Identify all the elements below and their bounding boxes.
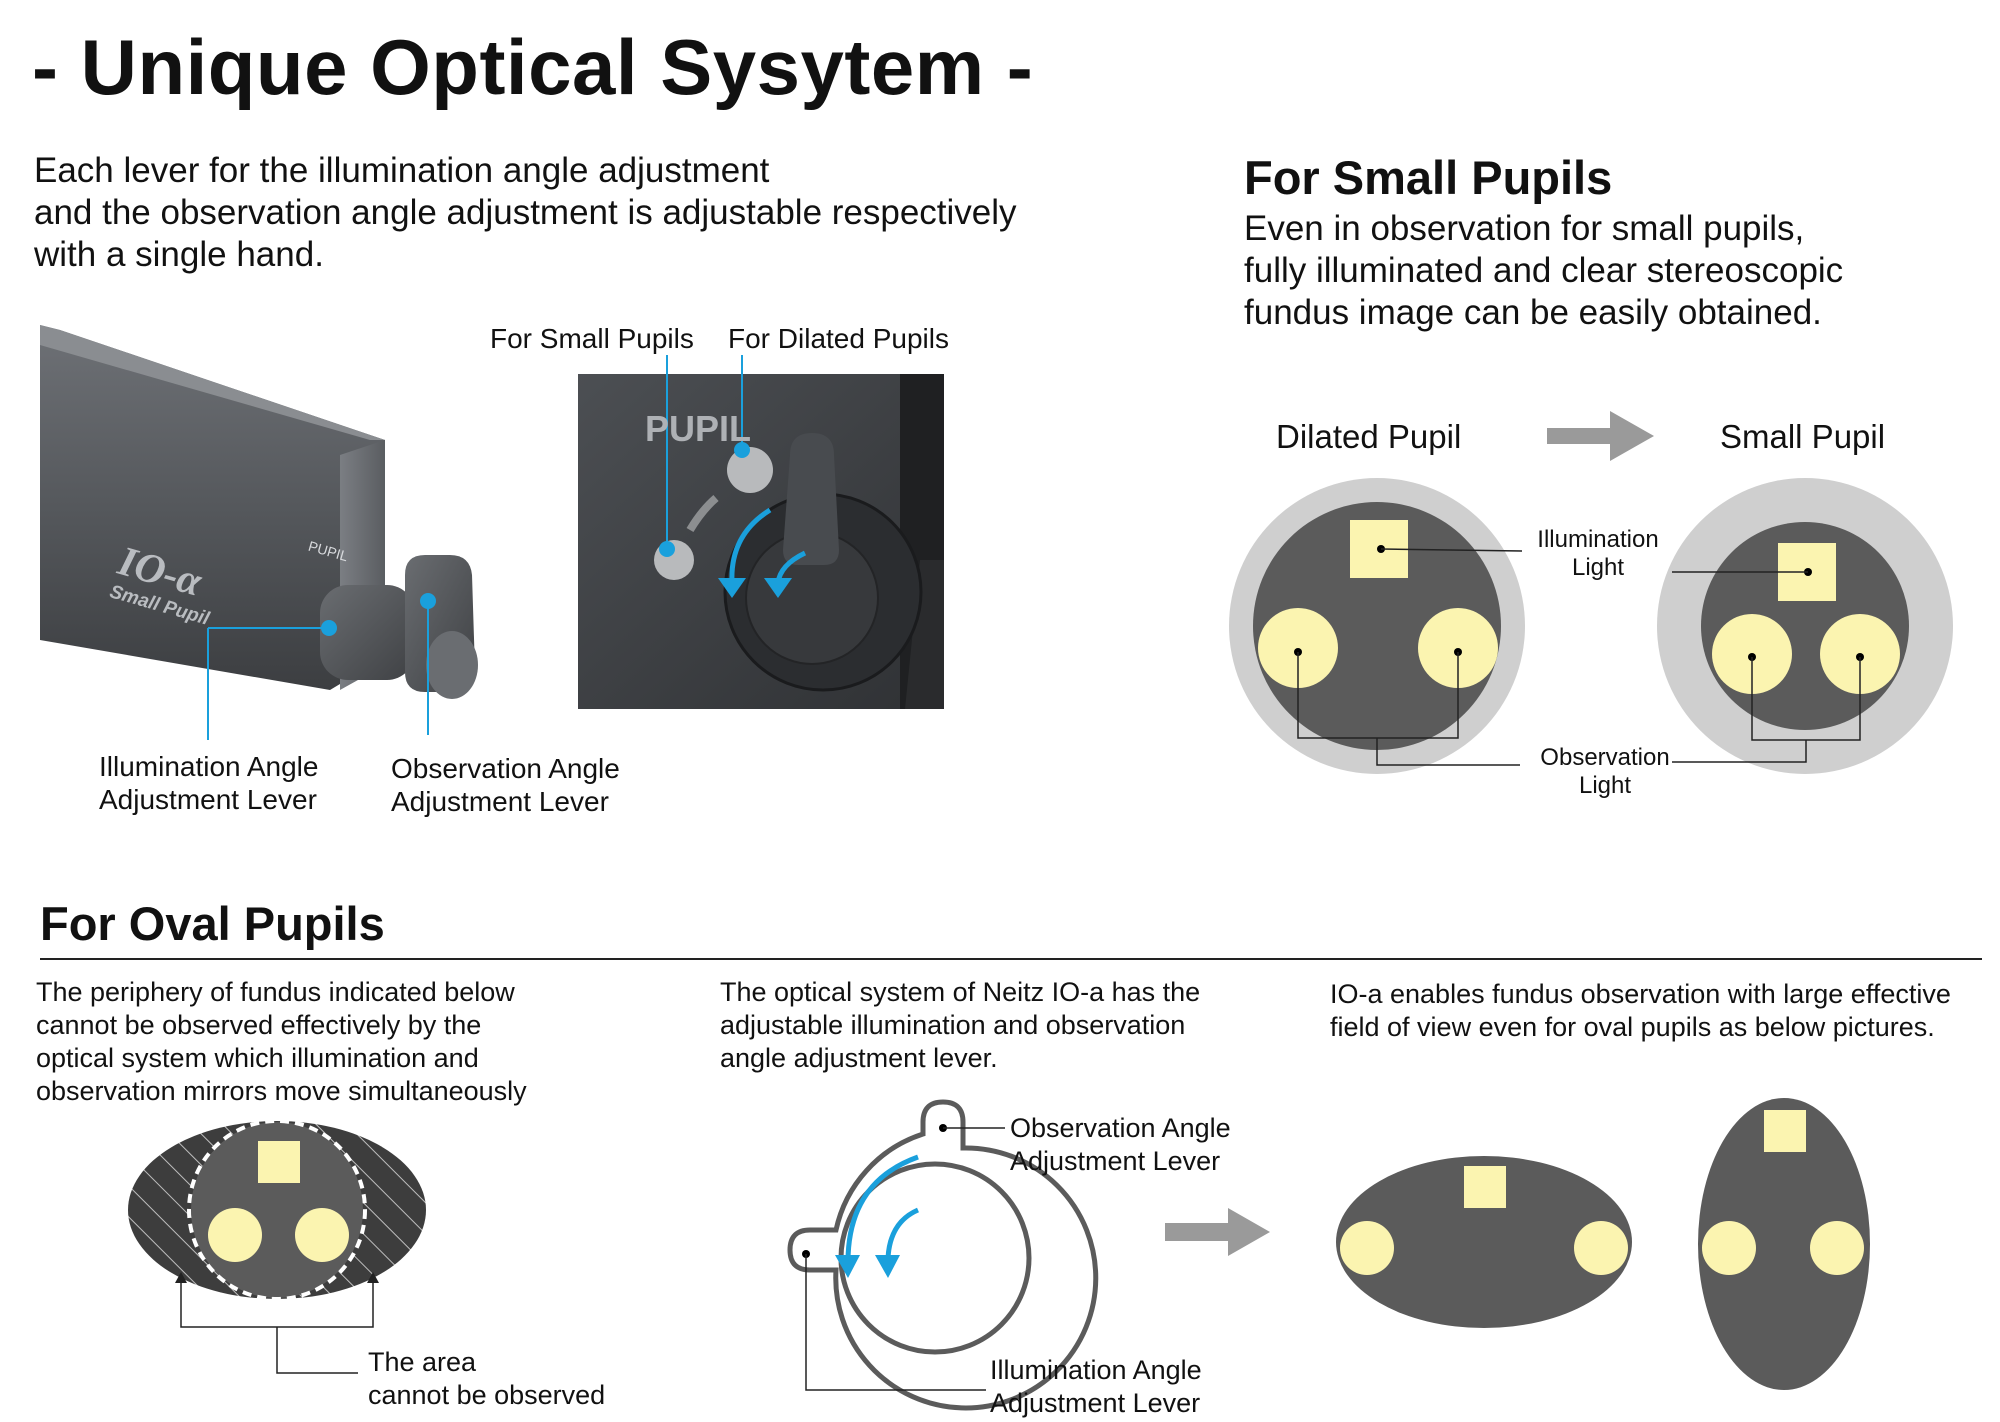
horizontal-illumination-square (1464, 1166, 1506, 1208)
observation-rotation-arrow (845, 1154, 919, 1263)
horizontal-observation-right (1574, 1221, 1628, 1275)
label-line: Illumination (1537, 526, 1659, 553)
label-line: Illumination Angle (99, 751, 319, 782)
dilated-indicator-dot (727, 447, 773, 493)
intro-line: with a single hand. (34, 235, 324, 274)
dilated-pupil-circle (1253, 502, 1501, 750)
closeup-label-dilated: For Dilated Pupils (728, 323, 949, 354)
illumination-lever-label: Illumination Angle Adjustment Lever (99, 750, 318, 816)
rotation-arrow-head (764, 578, 792, 598)
page-title: - Unique Optical Sysytem - (32, 23, 1034, 111)
area-cannot-be-observed-label: The area cannot be observed (368, 1346, 605, 1412)
observation-leader-line (1672, 740, 1807, 763)
text-line: field of view even for oval pupils as be… (1330, 1012, 1935, 1042)
small-pupil-label: Small Pupil (1720, 418, 1886, 455)
desc-line: fundus image can be easily obtained. (1244, 293, 1822, 332)
illumination-rotation-arrow (885, 1207, 920, 1259)
observation-light-label: Observation Light (1540, 744, 1670, 800)
label-line: Light (1578, 772, 1632, 799)
observation-lever-label: Observation Angle Adjustment Lever (391, 752, 620, 818)
intro-line: Each lever for the illumination angle ad… (34, 151, 770, 190)
label-line: Illumination Angle (990, 1355, 1202, 1385)
section-divider (40, 958, 1982, 960)
transition-arrow (1547, 411, 1654, 461)
rotation-arrow (729, 507, 772, 583)
text-line: adjustable illumination and observation (720, 1010, 1186, 1040)
illumination-light-label: Illumination Light (1532, 526, 1664, 582)
oval-pupils-heading: For Oval Pupils (40, 897, 385, 950)
vertical-illumination-square (1764, 1110, 1806, 1152)
text-line: angle adjustment lever. (720, 1043, 998, 1073)
oval-col3-text: IO-a enables fundus observation with lar… (1330, 978, 1951, 1044)
desc-line: Even in observation for small pupils, (1244, 209, 1805, 248)
text-line: observation mirrors move simultaneously (36, 1076, 527, 1106)
schematic-illumination-label: Illumination Angle Adjustment Lever (990, 1354, 1202, 1420)
area-leader-line (276, 1327, 358, 1374)
vertical-oval-pupil (1698, 1098, 1870, 1390)
illumination-leader-line (805, 1254, 986, 1391)
oval-observation-right (295, 1208, 349, 1262)
label-line: Observation Angle (1010, 1113, 1231, 1143)
text-line: IO-a enables fundus observation with lar… (1330, 979, 1951, 1009)
text-line: optical system which illumination and (36, 1043, 479, 1073)
intro-text: Each lever for the illumination angle ad… (34, 150, 1017, 276)
closeup-pupil-text: PUPIL (645, 408, 752, 449)
vertical-observation-left (1702, 1221, 1756, 1275)
area-arrow-right (367, 1272, 379, 1283)
closeup-right-bracket (905, 560, 944, 709)
text-line: The periphery of fundus indicated below (36, 977, 515, 1007)
horizontal-observation-left (1340, 1221, 1394, 1275)
label-line: Adjustment Lever (391, 786, 609, 817)
observation-lever-knob (426, 631, 478, 699)
small-pupils-desc: Even in observation for small pupils, fu… (1244, 208, 1843, 334)
text-line: cannot be observed effectively by the (36, 1010, 482, 1040)
desc-line: fully illuminated and clear stereoscopic (1244, 251, 1844, 290)
illumination-lever-body (320, 585, 415, 680)
illumination-leader-line (1380, 548, 1523, 552)
dilated-pupil-label: Dilated Pupil (1276, 418, 1462, 455)
label-line: Observation Angle (391, 753, 620, 784)
text-line: The optical system of Neitz IO-a has the (720, 977, 1201, 1007)
schematic-observation-label: Observation Angle Adjustment Lever (1010, 1112, 1231, 1178)
vertical-observation-right (1810, 1221, 1864, 1275)
label-line: Observation (1540, 744, 1670, 771)
label-line: The area (368, 1347, 477, 1377)
observation-bracket (1297, 652, 1459, 739)
knob-lever (783, 433, 839, 565)
label-line: Adjustment Lever (990, 1388, 1201, 1418)
closeup-label-small: For Small Pupils (490, 323, 694, 354)
rotation-arrow-head (718, 578, 746, 598)
label-line: cannot be observed (368, 1380, 606, 1410)
label-line: Adjustment Lever (1010, 1146, 1221, 1176)
oval-col1-text: The periphery of fundus indicated below … (36, 976, 527, 1108)
indicator-arc (686, 494, 719, 533)
oval-col2-text: The optical system of Neitz IO-a has the… (720, 976, 1200, 1075)
observation-arrow-head (835, 1255, 860, 1278)
label-line: Light (1571, 554, 1625, 581)
area-arrow-left (175, 1272, 187, 1283)
intro-line: and the observation angle adjustment is … (34, 193, 1017, 232)
small-pupils-heading: For Small Pupils (1244, 151, 1613, 204)
device-top (40, 325, 385, 440)
oval-observation-left (208, 1208, 262, 1262)
oval-dashed-boundary (187, 1119, 367, 1301)
horizontal-oval-pupil (1336, 1156, 1632, 1328)
label-line: Adjustment Lever (99, 784, 317, 815)
observation-leader-line (1376, 738, 1520, 766)
oval-transition-arrow (1165, 1208, 1270, 1256)
oval-illumination-square (258, 1141, 300, 1183)
illumination-arrow-head (875, 1255, 900, 1278)
